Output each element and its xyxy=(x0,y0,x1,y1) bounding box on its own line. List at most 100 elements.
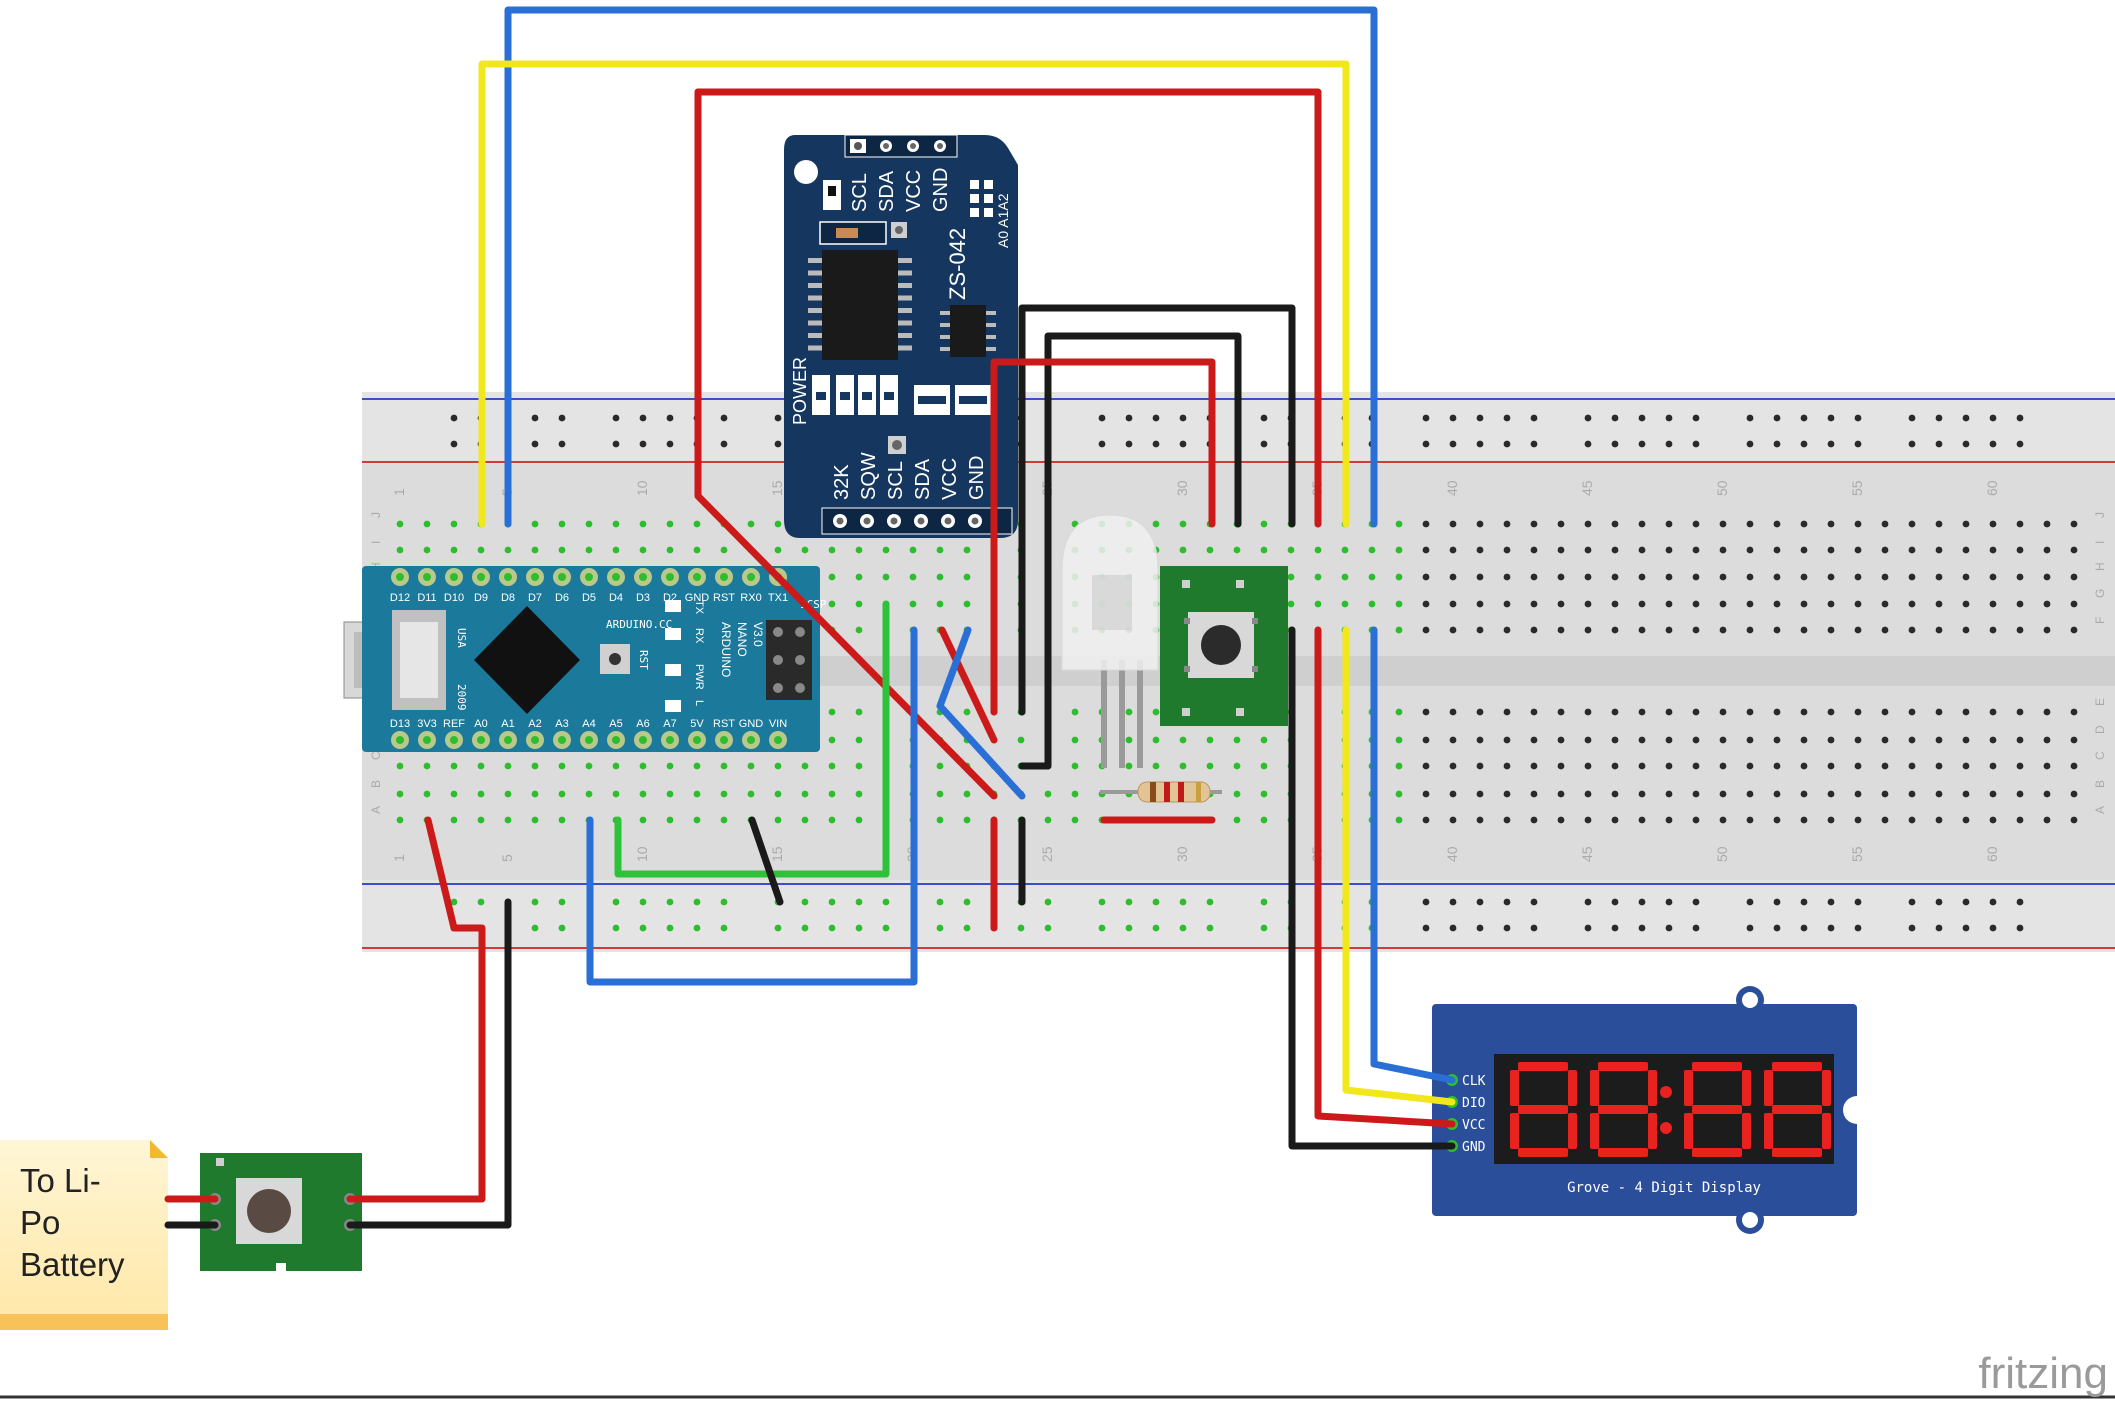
breadboard-hole xyxy=(1746,546,1754,554)
rail-hole xyxy=(1800,414,1808,422)
breadboard-hole xyxy=(639,546,647,554)
column-number: 55 xyxy=(1849,480,1865,496)
rail-hole xyxy=(639,898,647,906)
row-letter: G xyxy=(2093,589,2107,598)
rail-hole xyxy=(477,898,485,906)
chip-pin xyxy=(940,323,950,327)
breadboard-hole xyxy=(1719,520,1727,528)
brand-label: ARDUINO.CC xyxy=(606,618,672,631)
wire-blue[interactable] xyxy=(936,626,1026,800)
wire-black[interactable] xyxy=(346,898,512,1229)
breadboard-hole xyxy=(1260,546,1268,554)
wire-red[interactable] xyxy=(694,88,998,800)
wire-green[interactable] xyxy=(614,600,890,878)
wire-blue[interactable] xyxy=(504,6,1378,528)
wire-blue[interactable] xyxy=(586,626,918,986)
note-line: Battery xyxy=(20,1246,125,1283)
rail-hole xyxy=(666,924,674,932)
wire-black[interactable] xyxy=(1018,304,1296,716)
nano-pin-label: VIN xyxy=(769,718,787,730)
power-label: POWER xyxy=(790,357,810,425)
breadboard-hole xyxy=(1422,626,1430,634)
breadboard-hole xyxy=(1395,762,1403,770)
rail-hole xyxy=(1908,414,1916,422)
breadboard-hole xyxy=(1476,546,1484,554)
rail-hole xyxy=(936,898,944,906)
digit-segment xyxy=(1742,1113,1751,1149)
breadboard-hole xyxy=(585,520,593,528)
breadboard-hole xyxy=(2016,600,2024,608)
usa-label: USA xyxy=(455,628,468,648)
breadboard-hole xyxy=(1476,790,1484,798)
breadboard-hole xyxy=(585,546,593,554)
row-letter: H xyxy=(2093,562,2107,571)
rail-hole xyxy=(1854,898,1862,906)
rail-hole xyxy=(1989,414,1997,422)
breadboard-hole xyxy=(1530,546,1538,554)
breadboard-hole xyxy=(450,790,458,798)
breadboard-hole xyxy=(531,790,539,798)
breadboard-hole xyxy=(1881,708,1889,716)
rail-hole xyxy=(1962,414,1970,422)
rail-hole xyxy=(1935,898,1943,906)
rail-hole xyxy=(963,924,971,932)
breadboard-hole xyxy=(1746,762,1754,770)
breadboard-hole xyxy=(1179,762,1187,770)
breadboard-hole xyxy=(1503,736,1511,744)
breadboard-hole xyxy=(1854,816,1862,824)
wire-red[interactable] xyxy=(938,626,998,744)
breadboard-hole xyxy=(963,790,971,798)
year-label: 2009 xyxy=(455,684,468,711)
breadboard-hole xyxy=(1368,573,1376,581)
wire-black[interactable] xyxy=(1018,332,1242,770)
breadboard-hole xyxy=(1530,626,1538,634)
chip-pin xyxy=(808,345,822,351)
breadboard-hole xyxy=(1530,816,1538,824)
breadboard-hole xyxy=(1557,816,1565,824)
rail-hole xyxy=(1692,898,1700,906)
breadboard-hole xyxy=(1827,762,1835,770)
rail-hole xyxy=(1665,898,1673,906)
row-letter: B xyxy=(369,780,383,788)
rail-hole xyxy=(1449,414,1457,422)
rail-hole xyxy=(1503,924,1511,932)
breadboard-hole xyxy=(1773,520,1781,528)
breadboard-hole xyxy=(1611,762,1619,770)
rail-hole xyxy=(1584,898,1592,906)
rail-hole xyxy=(2016,440,2024,448)
breadboard-hole xyxy=(1368,546,1376,554)
note-line: Po xyxy=(20,1204,60,1241)
wire-yellow[interactable] xyxy=(1342,626,1456,1106)
breadboard-hole xyxy=(1746,736,1754,744)
wire-red[interactable] xyxy=(1314,626,1456,1128)
address-pads xyxy=(970,180,993,217)
chip-pin xyxy=(808,333,822,338)
nano-pin-hole xyxy=(477,573,485,581)
rtc-top-header xyxy=(850,139,946,153)
wire-yellow[interactable] xyxy=(478,60,1350,528)
wire-red[interactable] xyxy=(694,88,1322,528)
digit-segment xyxy=(1510,1070,1519,1106)
nano-pin-label: D6 xyxy=(555,592,569,604)
nano-pin-label: A5 xyxy=(609,718,622,730)
breadboard-hole xyxy=(1395,708,1403,716)
breadboard-hole xyxy=(1935,816,1943,824)
breadboard-hole xyxy=(1260,736,1268,744)
nano-pin-hole xyxy=(477,736,485,744)
breadboard-hole xyxy=(1422,736,1430,744)
breadboard-hole xyxy=(1773,626,1781,634)
colon-dot xyxy=(1660,1122,1672,1134)
nano-pin-label: D12 xyxy=(390,592,410,604)
wire-red[interactable] xyxy=(346,816,486,1203)
icsp-header xyxy=(766,620,812,700)
wire-blue[interactable] xyxy=(1370,626,1456,1084)
wire-red[interactable] xyxy=(990,358,1216,716)
breadboard-hole xyxy=(1503,573,1511,581)
wire-black[interactable] xyxy=(748,816,784,906)
wire-black[interactable] xyxy=(1288,626,1456,1150)
breadboard-hole xyxy=(666,762,674,770)
breadboard-hole xyxy=(1692,520,1700,528)
breadboard-hole xyxy=(1746,708,1754,716)
nano-pin-label: A0 xyxy=(474,718,487,730)
digit-segment xyxy=(1692,1148,1742,1157)
